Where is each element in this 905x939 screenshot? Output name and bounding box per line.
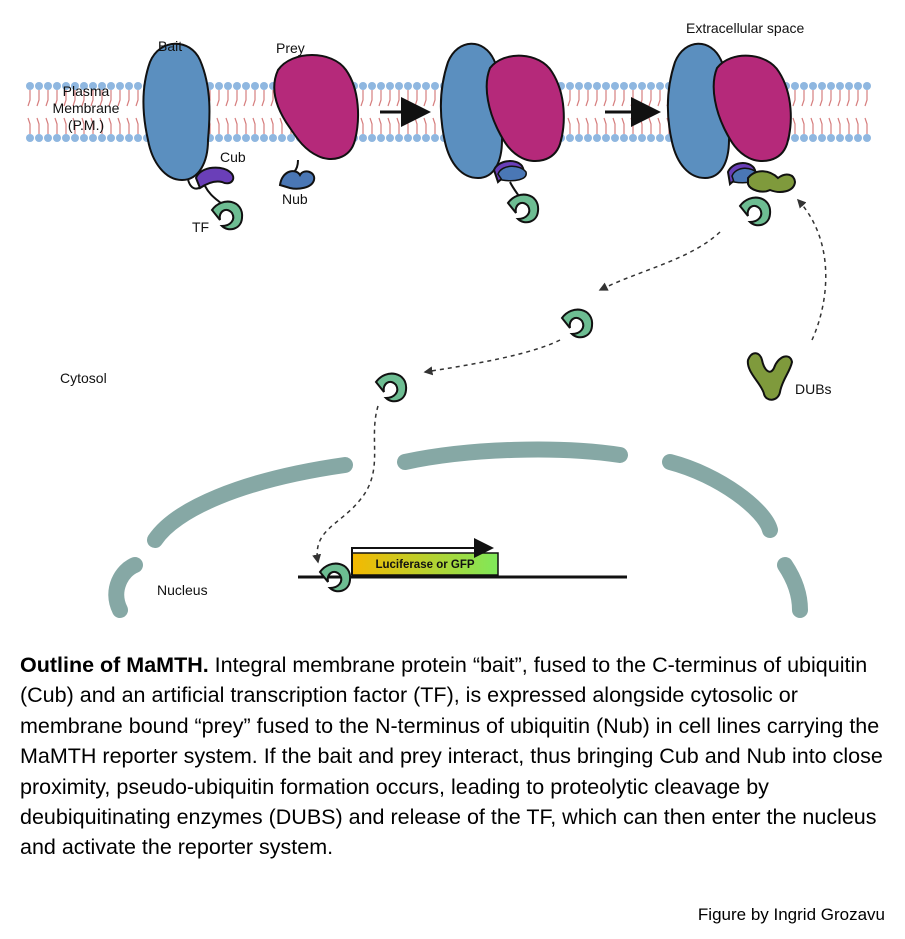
label-plasma-membrane-1: Plasma xyxy=(63,83,110,99)
bait-protein-1 xyxy=(142,42,211,182)
prey-linker-1 xyxy=(293,159,299,173)
prey-protein-1 xyxy=(273,54,359,160)
tf-release-path xyxy=(598,231,721,291)
dub-enzyme-bound xyxy=(747,170,797,193)
dubs-recruit-path xyxy=(796,198,827,341)
figure-caption: Outline of MaMTH. Integral membrane prot… xyxy=(20,650,890,863)
caption-body: Integral membrane protein “bait”, fused … xyxy=(20,653,883,860)
nub-fragment-1 xyxy=(278,170,316,190)
cub-fragment-1 xyxy=(194,166,235,190)
label-extracellular-space: Extracellular space xyxy=(686,20,804,36)
dub-enzyme-free xyxy=(746,352,794,401)
tf-nuclear-entry-path xyxy=(312,405,379,564)
label-nucleus: Nucleus xyxy=(157,582,208,598)
caption-title: Outline of MaMTH. xyxy=(20,653,209,677)
figure-credit: Figure by Ingrid Grozavu xyxy=(697,905,885,924)
tf-travel-path xyxy=(423,339,561,376)
label-plasma-membrane-2: Membrane xyxy=(53,100,120,116)
label-nub: Nub xyxy=(282,191,308,207)
label-reporter-gene: Luciferase or GFP xyxy=(375,559,474,571)
tf-free-1 xyxy=(560,308,594,339)
prey-protein-3 xyxy=(712,54,792,162)
tf-bound-dna xyxy=(318,562,352,593)
nuclear-envelope xyxy=(108,441,808,618)
label-prey: Prey xyxy=(276,40,305,56)
tf-fragment-1 xyxy=(210,200,244,231)
prey-protein-2 xyxy=(485,54,565,162)
tf-free-2 xyxy=(374,372,408,403)
label-plasma-membrane-3: (P.M.) xyxy=(68,117,104,133)
label-tf: TF xyxy=(192,219,209,235)
tf-fragment-2 xyxy=(506,193,540,224)
label-cub: Cub xyxy=(220,149,246,165)
label-cytosol: Cytosol xyxy=(60,370,107,386)
promoter-arrow xyxy=(351,538,494,575)
mamth-diagram: Bait Prey Plasma Membrane (P.M.) Cub TF … xyxy=(26,20,871,618)
cub-nub-complex-2 xyxy=(492,160,527,184)
label-dubs: DUBs xyxy=(795,381,832,397)
tf-fragment-3 xyxy=(738,196,772,227)
label-bait: Bait xyxy=(158,38,182,54)
